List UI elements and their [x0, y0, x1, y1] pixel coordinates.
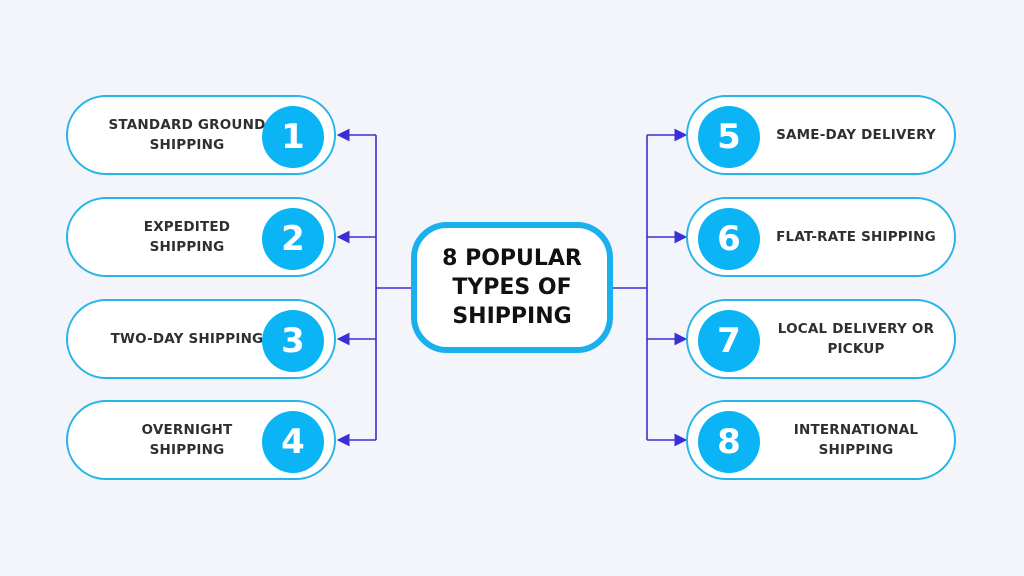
item-label: SAME-DAY DELIVERY	[776, 127, 936, 143]
item-label: TWO-DAY SHIPPING	[110, 331, 264, 347]
item-label: EXPEDITED SHIPPING	[143, 219, 231, 255]
number-badge: 4	[262, 411, 324, 473]
item-label: OVERNIGHT SHIPPING	[141, 422, 233, 458]
number-badge: 8	[698, 411, 760, 473]
shipping-type-3: TWO-DAY SHIPPING 3	[66, 299, 336, 379]
number-badge: 2	[262, 208, 324, 270]
title-text: 8 POPULAR TYPES OF SHIPPING	[442, 246, 582, 329]
shipping-type-4: OVERNIGHT SHIPPING 4	[66, 400, 336, 480]
center-title: 8 POPULAR TYPES OF SHIPPING	[411, 222, 613, 353]
number-badge: 1	[262, 106, 324, 168]
item-label: STANDARD GROUND SHIPPING	[108, 117, 266, 153]
number-badge: 6	[698, 208, 760, 270]
item-label: INTERNATIONAL SHIPPING	[793, 422, 919, 458]
shipping-type-5: 5 SAME-DAY DELIVERY	[686, 95, 956, 175]
number-badge: 3	[262, 310, 324, 372]
shipping-type-2: EXPEDITED SHIPPING 2	[66, 197, 336, 277]
item-label: FLAT-RATE SHIPPING	[776, 229, 936, 245]
shipping-type-1: STANDARD GROUND SHIPPING 1	[66, 95, 336, 175]
shipping-type-8: 8 INTERNATIONAL SHIPPING	[686, 400, 956, 480]
number-badge: 7	[698, 310, 760, 372]
shipping-type-7: 7 LOCAL DELIVERY OR PICKUP	[686, 299, 956, 379]
item-label: LOCAL DELIVERY OR PICKUP	[777, 321, 935, 357]
number-badge: 5	[698, 106, 760, 168]
shipping-type-6: 6 FLAT-RATE SHIPPING	[686, 197, 956, 277]
